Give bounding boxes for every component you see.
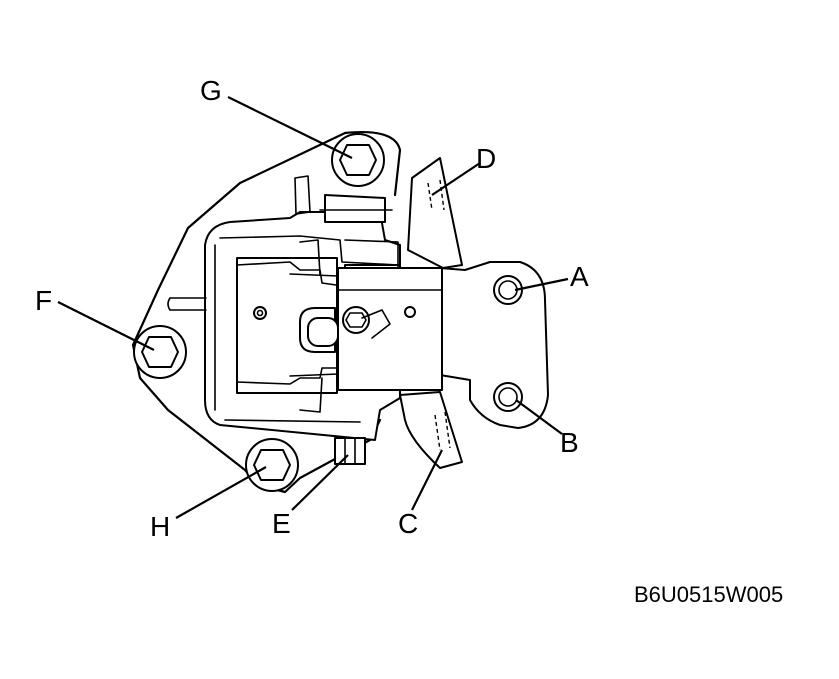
- support-bracket: [131, 131, 402, 494]
- callout-e: E: [272, 508, 291, 539]
- lever-plates: [399, 157, 463, 469]
- callout-c: C: [398, 508, 418, 539]
- callout-b: B: [560, 427, 579, 458]
- bolt-e: [334, 437, 366, 465]
- bolt-h: [245, 438, 299, 492]
- hole-b: [493, 382, 523, 412]
- callout-d: D: [476, 143, 496, 174]
- top-pin: [294, 175, 311, 215]
- center-block: [253, 267, 443, 391]
- bolt-g: [319, 133, 393, 223]
- callout-g: G: [200, 75, 222, 106]
- callout-f: F: [35, 285, 52, 316]
- leader-lines: [57, 96, 569, 519]
- hole-a: [493, 275, 523, 305]
- bolt-f: [133, 325, 187, 379]
- side-rod: [167, 297, 207, 311]
- callout-a: A: [570, 261, 589, 292]
- callout-h: H: [150, 511, 170, 542]
- figure-id-label: B6U0515W005: [634, 582, 784, 607]
